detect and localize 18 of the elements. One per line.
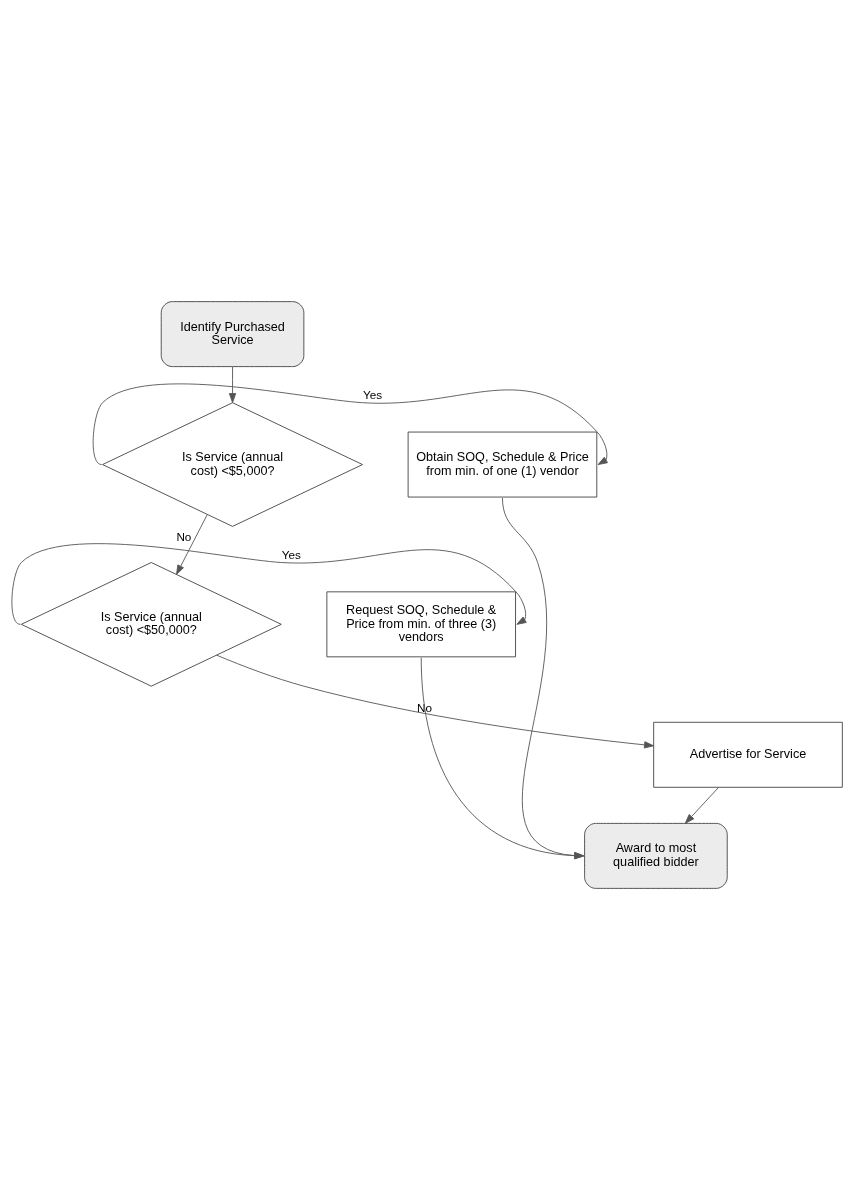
node-box: Advertise for Service xyxy=(653,721,843,788)
arrow xyxy=(11,543,527,625)
node-box: Request SOQ, Schedule & Price from min. of three (3) vendors xyxy=(326,591,516,658)
arrow xyxy=(228,366,237,404)
node-box: Obtain SOQ, Schedule & Price from min. of one (1) vendor xyxy=(407,431,598,498)
edge-label: No xyxy=(176,530,192,544)
node-box: Award to most qualified bidder xyxy=(584,822,728,889)
edge-label: Yes xyxy=(281,548,301,562)
arrow xyxy=(92,383,608,465)
arrow xyxy=(176,514,208,575)
arrow xyxy=(216,654,654,749)
arrow xyxy=(420,657,585,860)
arrow xyxy=(684,786,720,824)
edge-label: No xyxy=(416,700,432,714)
node-diamond: Is Service (annual cost) <$5,000? xyxy=(102,402,363,527)
node-box: Identify Purchased Service xyxy=(160,301,305,368)
arrow xyxy=(502,497,585,860)
edge-label: Yes xyxy=(362,388,383,402)
